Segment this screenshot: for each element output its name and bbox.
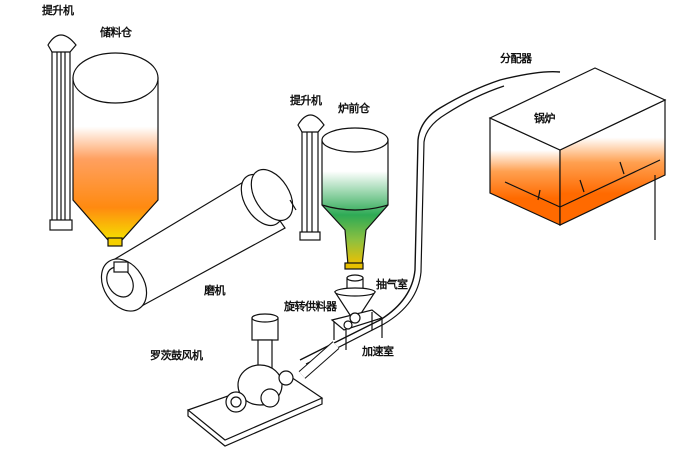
label-storage-silo: 储料仓 [100, 26, 132, 39]
conveying-pipe [299, 70, 561, 361]
bucket-elevator-1 [47, 34, 77, 231]
label-suction-chamber: 抽气室 [376, 278, 408, 291]
boiler [488, 67, 667, 240]
storage-silo [72, 52, 159, 247]
label-rotary-feeder: 旋转供料器 [284, 300, 337, 313]
label-boiler: 锅炉 [534, 112, 556, 125]
suction-chamber [333, 274, 377, 316]
roots-blower [186, 313, 324, 447]
label-roots-blower: 罗茨鼓风机 [150, 349, 203, 362]
label-furnace-bin: 炉前仓 [338, 102, 370, 115]
label-mill: 磨机 [204, 284, 226, 297]
furnace-bin [321, 127, 389, 270]
rotary-feeder-and-acceleration-chamber [330, 309, 384, 350]
bucket-elevator-2 [297, 114, 325, 241]
label-distributor: 分配器 [500, 52, 532, 65]
label-elevator-1: 提升机 [42, 4, 74, 17]
label-elevator-2: 提升机 [290, 94, 322, 107]
ball-mill [100, 169, 297, 312]
label-acceleration-chamber: 加速室 [362, 345, 394, 358]
